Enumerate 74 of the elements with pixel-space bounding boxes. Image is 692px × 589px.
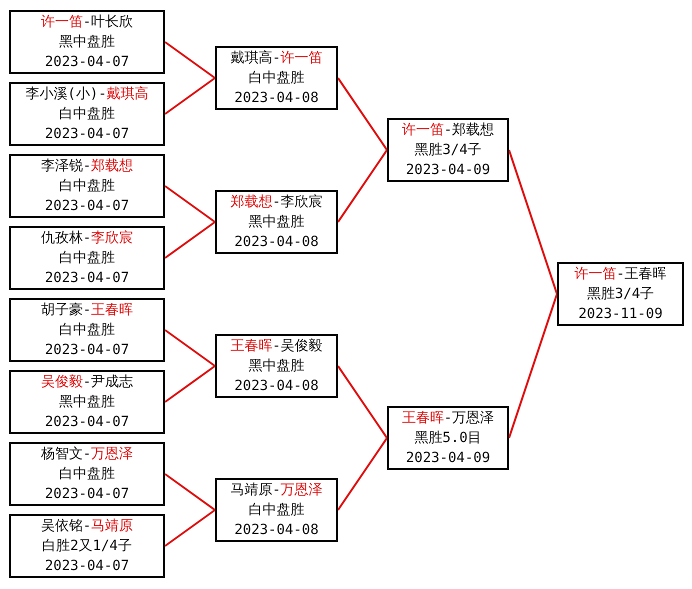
match-box bbox=[215, 46, 338, 110]
bracket-line bbox=[508, 150, 558, 294]
bracket-line bbox=[337, 149, 388, 223]
player-names: 王春晖-万恩泽 bbox=[402, 409, 494, 428]
match-date: 2023-04-08 bbox=[234, 233, 319, 252]
match-date: 2023-04-07 bbox=[44, 485, 130, 504]
match-box bbox=[9, 82, 165, 146]
bracket-line bbox=[508, 294, 558, 438]
bracket-line bbox=[164, 185, 216, 223]
match-box bbox=[9, 298, 165, 362]
result-text: 白中盘胜 bbox=[59, 465, 115, 484]
match-box bbox=[9, 226, 165, 290]
match-date: 2023-04-07 bbox=[44, 269, 130, 288]
player-names: 吴依铭-马靖原 bbox=[40, 517, 134, 536]
bracket-line bbox=[164, 77, 216, 115]
match-box bbox=[9, 370, 165, 434]
result-text: 黑中盘胜 bbox=[59, 393, 115, 412]
player-names: 杨智文-万恩泽 bbox=[40, 445, 134, 464]
player-names: 郑载想-李欣宸 bbox=[230, 193, 323, 212]
match-date: 2023-04-07 bbox=[44, 53, 130, 72]
result-text: 白中盘胜 bbox=[248, 69, 304, 88]
result-text: 白中盘胜 bbox=[59, 321, 115, 340]
result-text: 黑中盘胜 bbox=[59, 33, 115, 52]
bracket-line bbox=[337, 437, 388, 511]
match-box bbox=[387, 406, 509, 470]
match-date: 2023-11-09 bbox=[578, 305, 663, 324]
match-box bbox=[9, 154, 165, 218]
result-text: 黑胜5.0目 bbox=[414, 429, 482, 448]
bracket-line bbox=[164, 473, 216, 511]
match-date: 2023-04-08 bbox=[234, 377, 319, 396]
result-text: 白中盘胜 bbox=[59, 177, 115, 196]
result-text: 黑中盘胜 bbox=[248, 213, 304, 232]
match-date: 2023-04-09 bbox=[406, 161, 490, 180]
match-box bbox=[9, 10, 165, 74]
result-text: 白中盘胜 bbox=[59, 105, 115, 124]
match-date: 2023-04-08 bbox=[234, 89, 319, 108]
player-names: 李泽锐-郑载想 bbox=[40, 157, 134, 176]
match-box bbox=[557, 262, 684, 326]
result-text: 黑胜3/4子 bbox=[414, 141, 482, 160]
match-box bbox=[215, 478, 338, 542]
match-date: 2023-04-07 bbox=[44, 197, 130, 216]
match-date: 2023-04-07 bbox=[44, 341, 130, 360]
result-text: 黑胜3/4子 bbox=[586, 285, 654, 304]
bracket-line bbox=[164, 509, 216, 547]
match-box bbox=[215, 190, 338, 254]
player-names: 李小溪(小)-戴琪高 bbox=[25, 85, 149, 104]
result-text: 白中盘胜 bbox=[248, 501, 304, 520]
bracket-line bbox=[164, 365, 216, 403]
result-text: 黑中盘胜 bbox=[248, 357, 304, 376]
match-box bbox=[9, 514, 165, 578]
bracket-line bbox=[164, 329, 216, 367]
match-date: 2023-04-07 bbox=[44, 557, 130, 576]
match-date: 2023-04-07 bbox=[44, 413, 130, 432]
result-text: 白胜2又1/4子 bbox=[42, 537, 132, 556]
player-names: 戴琪高-许一笛 bbox=[230, 49, 323, 68]
player-names: 许一笛-叶长欣 bbox=[40, 13, 134, 32]
bracket-line bbox=[164, 221, 216, 259]
match-box bbox=[387, 118, 509, 182]
match-box bbox=[215, 334, 338, 398]
player-names: 许一笛-王春晖 bbox=[574, 265, 667, 284]
player-names: 吴俊毅-尹成志 bbox=[40, 373, 134, 392]
match-date: 2023-04-08 bbox=[234, 521, 319, 540]
player-names: 马靖原-万恩泽 bbox=[230, 481, 323, 500]
player-names: 许一笛-郑载想 bbox=[402, 121, 494, 140]
player-names: 仇孜林-李欣宸 bbox=[40, 229, 134, 248]
match-box bbox=[9, 442, 165, 506]
bracket-line bbox=[337, 77, 388, 151]
player-names: 王春晖-吴俊毅 bbox=[230, 337, 323, 356]
player-names: 胡子豪-王春晖 bbox=[40, 301, 134, 320]
bracket-line bbox=[164, 41, 216, 79]
result-text: 白中盘胜 bbox=[59, 249, 115, 268]
match-date: 2023-04-07 bbox=[44, 125, 130, 144]
bracket-line bbox=[337, 365, 388, 439]
match-date: 2023-04-09 bbox=[406, 449, 490, 468]
